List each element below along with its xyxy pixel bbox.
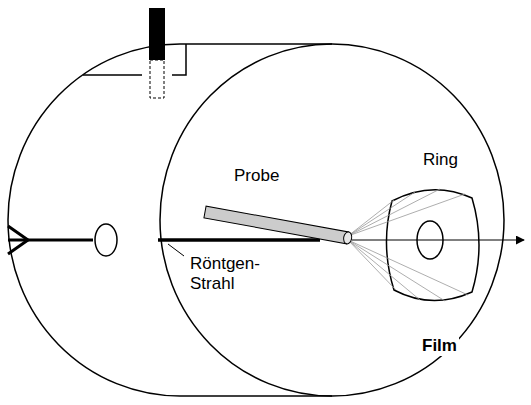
part-label: Probe bbox=[232, 166, 281, 186]
pin-hidden bbox=[150, 60, 164, 98]
entry-hole bbox=[95, 224, 117, 256]
film-ellipse bbox=[160, 44, 504, 396]
drum-edge bbox=[180, 43, 332, 45]
xray-beam bbox=[8, 239, 93, 242]
part-label: Röntgen- Strahl bbox=[188, 254, 270, 294]
back-cap bbox=[8, 44, 180, 396]
sample-rod bbox=[204, 206, 353, 244]
leader-line bbox=[168, 244, 184, 256]
drum-body bbox=[8, 44, 504, 396]
drum-edge bbox=[180, 395, 332, 397]
xray-beam bbox=[158, 238, 320, 242]
pin bbox=[149, 8, 165, 60]
part-label: Film bbox=[420, 336, 459, 356]
diffraction-cone bbox=[348, 189, 468, 301]
transmitted-beam bbox=[352, 240, 524, 241]
cap-slot bbox=[83, 44, 186, 75]
part-label: Ring bbox=[421, 150, 460, 170]
